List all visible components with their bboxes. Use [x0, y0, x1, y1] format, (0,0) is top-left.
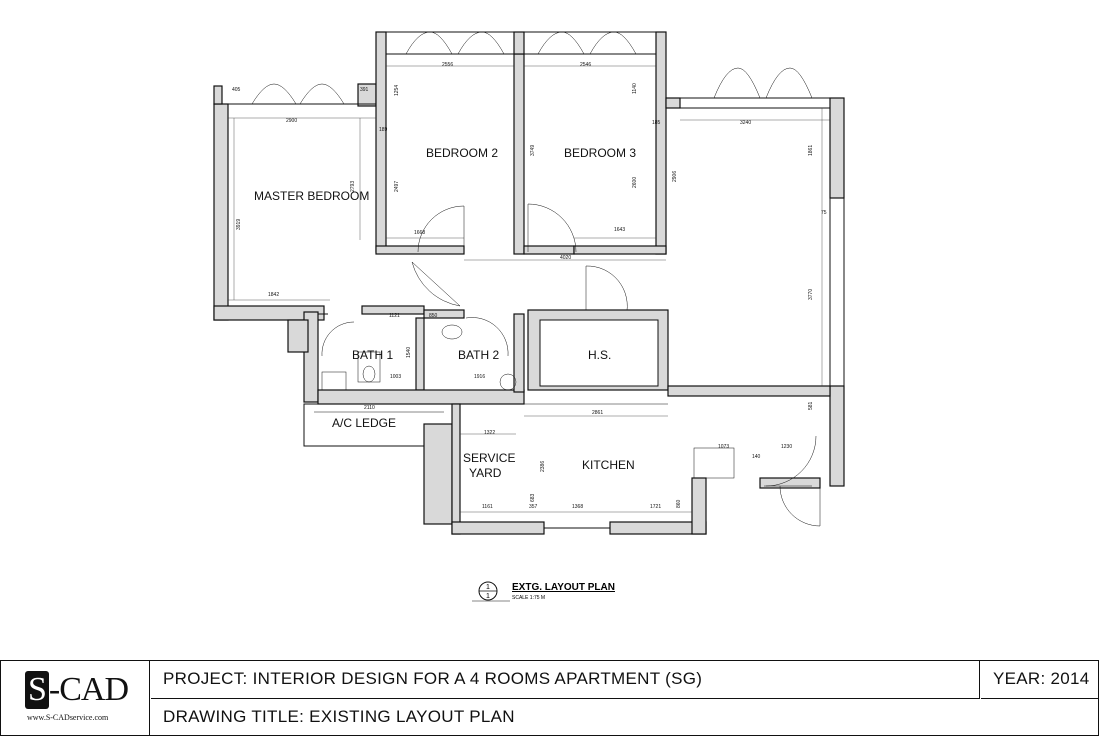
dim-1368: 1368	[572, 504, 583, 510]
dim-2600: 2600	[632, 177, 638, 188]
project-title: PROJECT: INTERIOR DESIGN FOR A 4 ROOMS A…	[163, 669, 703, 688]
dim-189: 189	[379, 127, 388, 133]
hs-label: H.S.	[588, 348, 611, 362]
window-sashes	[222, 31, 830, 105]
dim-2793: 2793	[350, 181, 356, 192]
bedroom-2-walls	[375, 31, 525, 255]
dim-850: 850	[429, 313, 438, 319]
dim-2110: 2110	[364, 405, 375, 411]
dim-2546: 2546	[580, 62, 591, 68]
dim-683: 683	[530, 493, 536, 502]
bath-1-label: BATH 1	[352, 348, 393, 362]
logo-s: S	[25, 671, 49, 709]
dim-1254: 1254	[394, 85, 400, 96]
dim-1668: 1668	[414, 230, 425, 236]
project-cell: PROJECT: INTERIOR DESIGN FOR A 4 ROOMS A…	[151, 661, 980, 699]
bath-2-label: BATH 2	[458, 348, 499, 362]
dim-75: 75	[821, 210, 827, 216]
plan-caption: 1 1 EXTG. LAYOUT PLAN SCALE 1:75 M	[472, 581, 615, 602]
dim-1073: 1073	[718, 444, 729, 450]
dim-1322: 1322	[484, 430, 495, 436]
dim-1721: 1721	[650, 504, 661, 510]
dim-2556: 2556	[442, 62, 453, 68]
dim-3749: 3749	[530, 145, 536, 156]
caption-title: EXTG. LAYOUT PLAN	[512, 582, 615, 593]
dim-1842: 1842	[268, 292, 279, 298]
company-logo: S-CAD www.S-CADservice.com	[1, 661, 150, 735]
dim-357: 357	[529, 504, 538, 510]
dim-2386: 2386	[540, 461, 546, 472]
ac-ledge-label: A/C LEDGE	[332, 416, 396, 430]
logo-text: -CAD	[48, 671, 129, 708]
dimension-lines	[228, 65, 830, 513]
bedroom-3-walls	[523, 31, 667, 255]
dim-1230: 1230	[781, 444, 792, 450]
drawing-title: DRAWING TITLE: EXISTING LAYOUT PLAN	[163, 707, 515, 726]
dim-391: 391	[360, 87, 369, 93]
dim-140: 140	[752, 454, 761, 460]
dim-581: 581	[808, 401, 814, 410]
service-yard-label-line1: SERVICE	[463, 451, 515, 465]
dim-3919: 3919	[236, 219, 242, 230]
dim-1643: 1643	[614, 227, 625, 233]
dim-3240: 3240	[740, 120, 751, 126]
dim-2906: 2906	[672, 171, 678, 182]
caption-sheet: 1	[486, 593, 490, 600]
bath-walls	[287, 305, 525, 405]
logo-mark: S-CAD	[25, 671, 129, 709]
year-cell: YEAR: 2014	[981, 661, 1098, 699]
dim-1121: 1121	[389, 313, 400, 319]
dim-2497: 2497	[394, 181, 400, 192]
dim-1140: 1140	[632, 83, 638, 94]
dim-185: 185	[652, 120, 661, 126]
title-block: S-CAD www.S-CADservice.com PROJECT: INTE…	[0, 660, 1099, 736]
dim-405: 405	[232, 87, 241, 93]
dim-1540: 1540	[406, 347, 412, 358]
dim-860: 860	[676, 499, 682, 508]
kitchen-label: KITCHEN	[582, 458, 635, 472]
service-yard-label-line2: YARD	[469, 466, 502, 480]
dim-2900: 2900	[286, 118, 297, 124]
floor-plan: MASTER BEDROOM BEDROOM 2 BEDROOM 3 BATH …	[213, 31, 845, 602]
caption-scale: SCALE 1:75 M	[512, 595, 545, 601]
dim-3770: 3770	[808, 289, 814, 300]
dim-1003: 1003	[390, 374, 401, 380]
dim-4020: 4020	[560, 255, 571, 261]
master-bedroom-label: MASTER BEDROOM	[254, 189, 369, 203]
dim-1161: 1161	[482, 504, 493, 510]
year-text: YEAR: 2014	[993, 669, 1090, 688]
bedroom-2-label: BEDROOM 2	[426, 146, 498, 160]
kitchen-walls	[423, 385, 831, 535]
door-swings	[411, 203, 628, 317]
hs-walls	[527, 309, 669, 391]
dim-1861: 1861	[808, 145, 814, 156]
dim-2861: 2861	[592, 410, 603, 416]
living-room-walls	[665, 97, 845, 487]
caption-number: 1	[486, 584, 490, 591]
drawing-title-cell: DRAWING TITLE: EXISTING LAYOUT PLAN	[151, 699, 1098, 735]
website-link[interactable]: www.S-CADservice.com	[27, 713, 109, 722]
dim-1916: 1916	[474, 374, 485, 380]
bedroom-3-label: BEDROOM 3	[564, 146, 636, 160]
